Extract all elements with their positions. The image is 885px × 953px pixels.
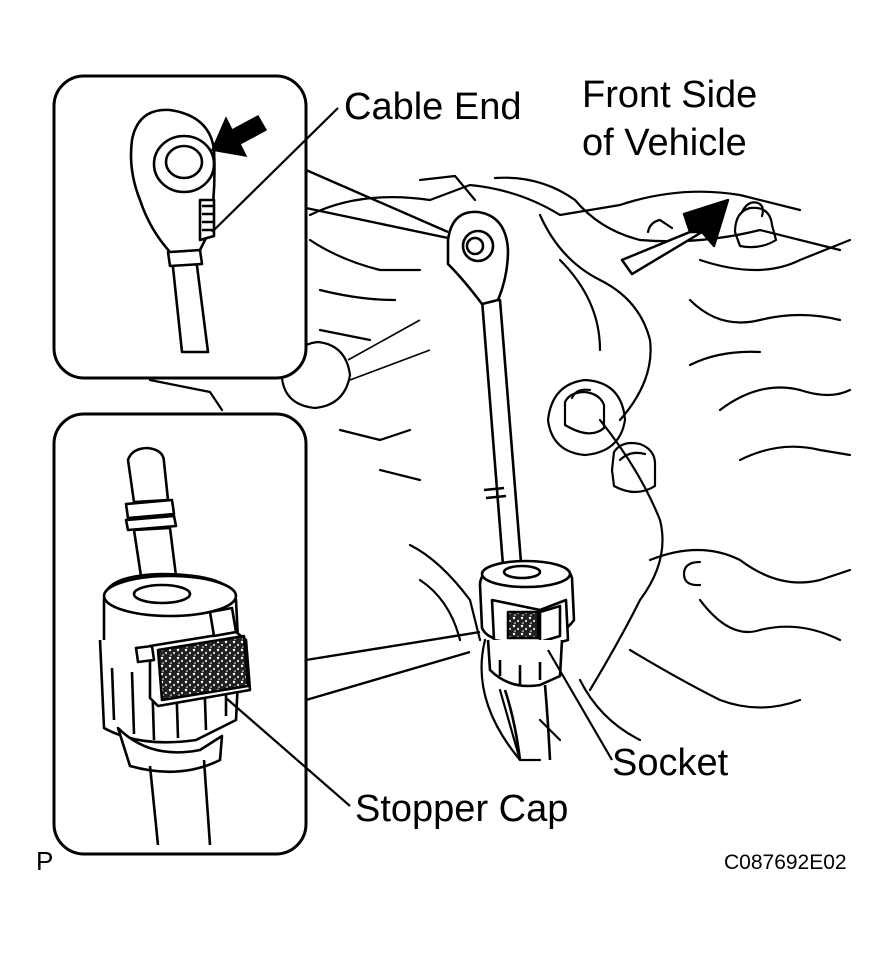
- cable-end-inset: [52, 74, 308, 380]
- inset-pointer-icon: [210, 114, 268, 157]
- boss-leader-lines: [347, 319, 431, 381]
- label-front-side-line2: of Vehicle: [582, 122, 747, 164]
- engine-bay-linework: [148, 174, 852, 762]
- figure-code: C087692E02: [724, 851, 847, 874]
- label-stopper-cap: Stopper Cap: [355, 788, 569, 830]
- label-cable-end: Cable End: [344, 86, 522, 128]
- view-marker: P: [36, 846, 54, 876]
- label-leader-lines: [211, 107, 613, 807]
- label-front-side-line1: Front Side: [582, 74, 758, 116]
- label-socket: Socket: [612, 742, 729, 784]
- inset-callout-lines: [305, 168, 481, 702]
- shift-cable-main: [446, 210, 576, 761]
- front-direction-arrow-icon: [620, 198, 730, 276]
- stopper-cap-inset: [52, 412, 308, 856]
